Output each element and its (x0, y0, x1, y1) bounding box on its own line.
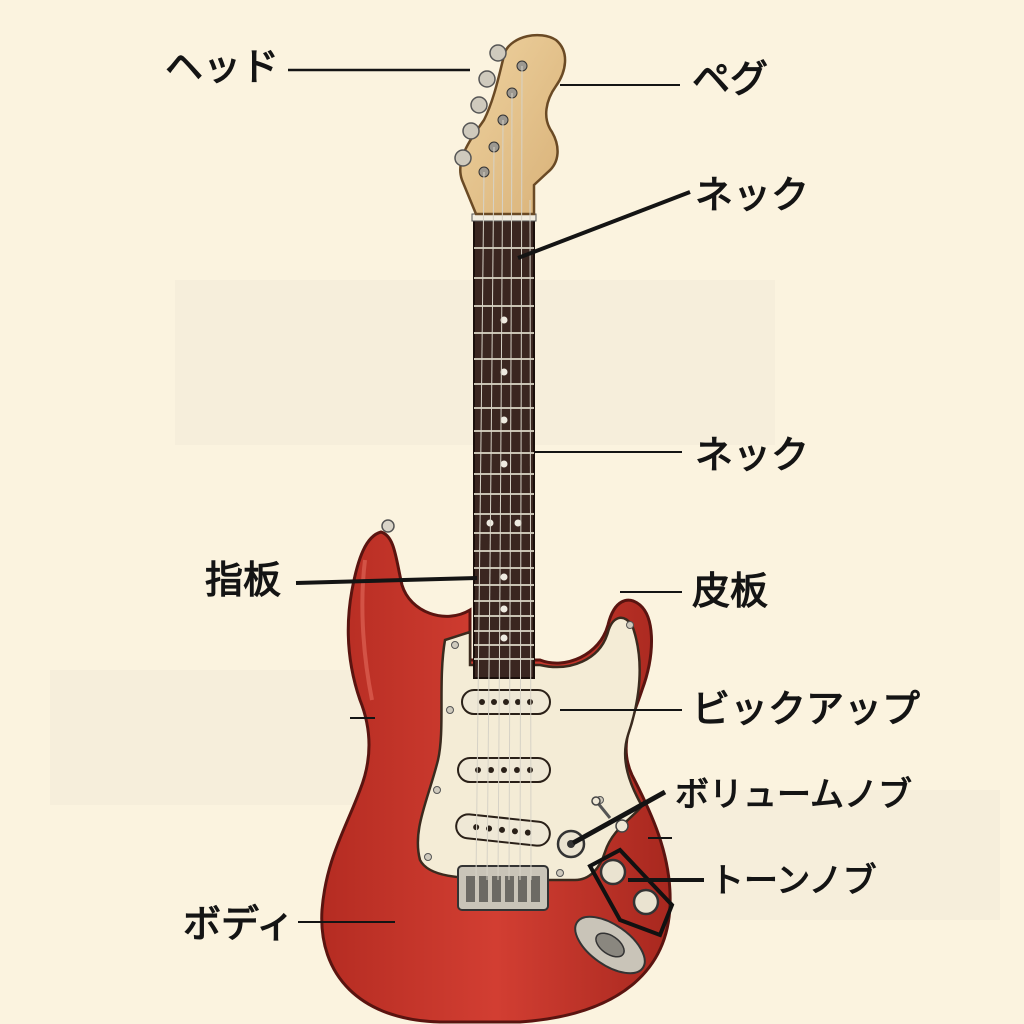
label-tone-knob: トーンノブ (710, 861, 877, 901)
bridge (457, 865, 549, 911)
label-peg: ペグ (692, 57, 769, 101)
selector-switch-tip (591, 796, 601, 806)
label-neck-upper: ネック (695, 173, 810, 217)
label-head: ヘッド (165, 45, 280, 89)
leader-lines (288, 68, 704, 923)
tone-knob-outline (587, 847, 675, 938)
label-neck-lower: ネック (695, 433, 810, 477)
tuning-pegs (454, 44, 507, 167)
output-jack (595, 932, 625, 958)
label-volume-knob: ボリュームノブ (675, 775, 912, 815)
bg-panel (660, 790, 1000, 920)
strings (475, 65, 532, 881)
pickup-middle (457, 757, 551, 783)
body-highlight (360, 559, 374, 701)
label-pickguard: 皮板 (692, 569, 769, 613)
pickup-neck (461, 689, 551, 715)
tone-knob-2 (632, 888, 660, 916)
frets (474, 247, 534, 660)
tone-knob-1 (599, 858, 627, 886)
fret-inlays (486, 316, 522, 642)
strap-button (381, 519, 395, 533)
pickup-bridge (455, 813, 551, 847)
selector-switch (595, 801, 612, 819)
label-pickup: ビックアップ (692, 687, 921, 731)
label-fingerboard: 指板 (205, 558, 282, 602)
small-screw-knob (615, 819, 629, 833)
label-body: ボディ (183, 902, 295, 946)
bg-panel (50, 670, 380, 805)
